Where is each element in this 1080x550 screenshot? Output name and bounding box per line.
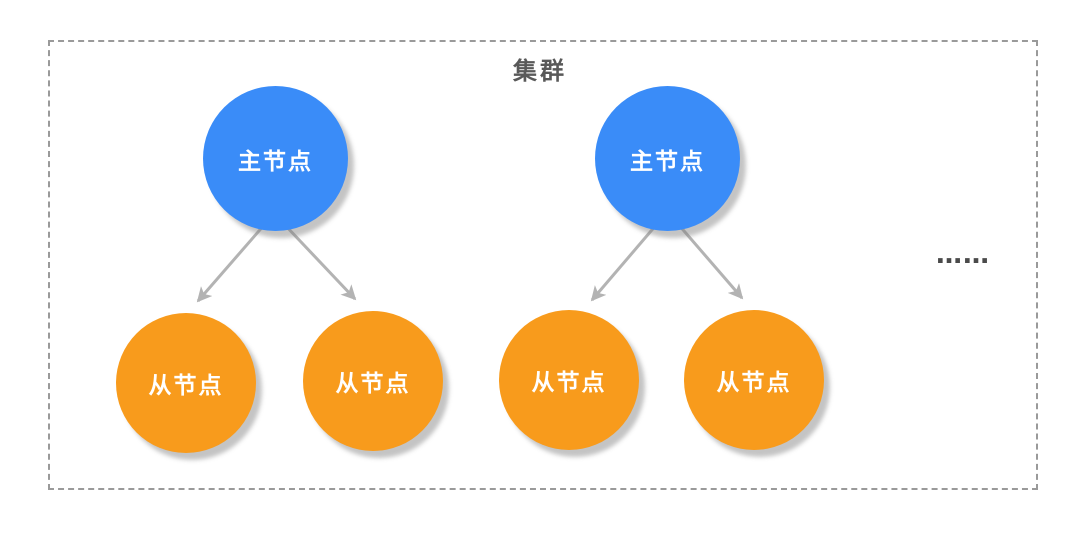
node-master-2: 主节点 (595, 86, 740, 231)
cluster-boundary-box (48, 40, 1038, 490)
node-slave-4: 从节点 (684, 310, 824, 450)
cluster-title: 集群 (513, 57, 567, 85)
more-clusters-ellipsis: …… (936, 240, 990, 270)
node-master-1: 主节点 (203, 86, 348, 231)
node-slave-2: 从节点 (303, 311, 443, 451)
node-slave-3: 从节点 (499, 310, 639, 450)
node-slave-1: 从节点 (116, 313, 256, 453)
